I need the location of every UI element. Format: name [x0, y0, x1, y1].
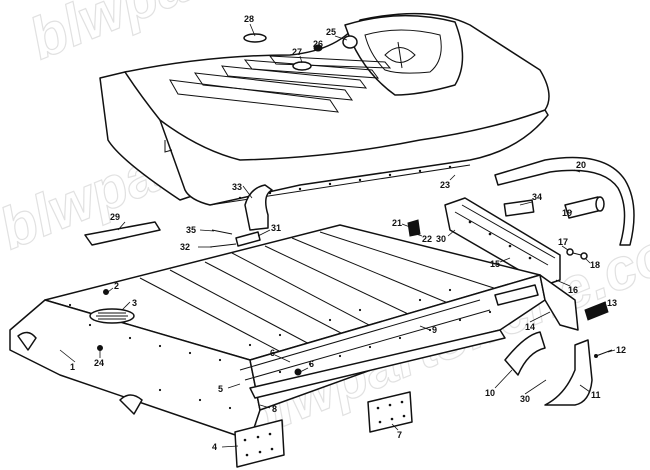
- guard-10: [504, 331, 546, 376]
- tunnel-deck-divider-1: [169, 269, 331, 356]
- callout-18: 18: [590, 260, 600, 270]
- fastener-12-head: [594, 354, 598, 358]
- callout-22: 22: [422, 234, 432, 244]
- seat-support-parts: [84, 184, 535, 248]
- seat-back-hump: [344, 14, 464, 96]
- tunnel-rear-cutout: [119, 394, 143, 415]
- callout-30-bottom: 30: [520, 394, 530, 404]
- callout-13: 13: [607, 298, 617, 308]
- seat-side-bracket: [164, 140, 173, 153]
- bracket-33: [244, 184, 273, 231]
- callout-3: 3: [132, 298, 137, 308]
- grab-bar: [494, 156, 635, 246]
- seat-pleats: [169, 55, 392, 113]
- callout-21: 21: [392, 218, 402, 228]
- callout-15: 15: [490, 259, 500, 269]
- callout-leaders: [59, 23, 616, 448]
- tunnel-rivets: [68, 288, 492, 410]
- callout-19: 19: [562, 208, 572, 218]
- callout-1: 1: [70, 362, 75, 372]
- callout-24: 24: [94, 358, 104, 368]
- seat-emblem-26: [313, 44, 323, 52]
- bolt-6: [294, 368, 302, 376]
- callout-10: 10: [485, 388, 495, 398]
- callout-16: 16: [568, 285, 578, 295]
- grab-bar-20: [494, 156, 635, 246]
- bolt-35: [211, 229, 233, 235]
- bracket-4-holes: [243, 432, 274, 457]
- tunnel-frame: [9, 224, 579, 441]
- seat-assembly: [99, 12, 550, 206]
- callout-26: 26: [313, 39, 323, 49]
- callout-8: 7: [397, 430, 402, 440]
- callout-27: 27: [292, 47, 302, 57]
- callout-2: 2: [114, 281, 119, 291]
- seat-knob-25: [342, 35, 358, 49]
- callout-11: 11: [591, 390, 601, 400]
- bracket-8-holes: [376, 400, 406, 424]
- callout-6-right: 6: [309, 359, 314, 369]
- callout-33: 33: [232, 182, 242, 192]
- callout-12: 12: [616, 345, 626, 355]
- tunnel-left-cutout: [17, 331, 37, 351]
- vent-3-slots: [96, 312, 128, 320]
- tunnel-rail-groove: [239, 299, 491, 381]
- bolt-18-shank: [572, 252, 582, 256]
- callout-34: 34: [532, 192, 542, 202]
- callout-14: 14: [525, 322, 535, 332]
- tunnel-deck-divider-3: [291, 237, 461, 309]
- callout-numbers: 28 25 26 27 33 35 32 31 29 23 20 19 34 2…: [70, 14, 626, 452]
- cap-28: [243, 33, 267, 43]
- tunnel-deck-ribs: [139, 231, 501, 363]
- callout-17: 17: [558, 237, 568, 247]
- callout-5: 5: [218, 384, 223, 394]
- nut-17: [566, 248, 574, 256]
- callout-7: 8: [272, 404, 277, 414]
- clip-31: [235, 231, 261, 247]
- callout-23: 23: [440, 180, 450, 190]
- callout-30-top: 30: [436, 234, 446, 244]
- callout-32: 32: [180, 242, 190, 252]
- lower-brackets: [97, 289, 613, 468]
- tunnel-right-window: [494, 284, 539, 306]
- callout-6-left: 6: [270, 348, 275, 358]
- rear-flap-14: [539, 274, 579, 331]
- callout-31: 31: [271, 223, 281, 233]
- callout-9: 9: [432, 325, 437, 335]
- bracket-21-22: [407, 219, 421, 237]
- tunnel-deck-divider-2: [231, 252, 391, 337]
- bolt-18: [580, 252, 588, 260]
- callout-35: 35: [186, 225, 196, 235]
- bolt-32: [209, 243, 237, 248]
- seat-back-ornament: [384, 41, 416, 69]
- rear-bracket: [444, 197, 588, 286]
- callout-29: 29: [110, 212, 120, 222]
- callout-4: 4: [212, 442, 217, 452]
- mud-flap-11: [544, 339, 593, 406]
- fastener-12: [595, 349, 613, 357]
- fastener-2: [103, 289, 109, 295]
- bracket-15: [444, 197, 561, 286]
- tunnel-rail-9: [249, 329, 506, 399]
- tube-19-end: [595, 196, 605, 212]
- seat-emblem-27: [292, 61, 312, 71]
- fastener-24: [97, 345, 103, 351]
- plate-29: [84, 221, 161, 246]
- callout-28: 28: [244, 14, 254, 24]
- reflector-13: [584, 301, 609, 321]
- label-34: [503, 199, 535, 217]
- callout-20: 20: [576, 160, 586, 170]
- callout-25: 25: [326, 27, 336, 37]
- bracket-15-holes: [468, 220, 532, 260]
